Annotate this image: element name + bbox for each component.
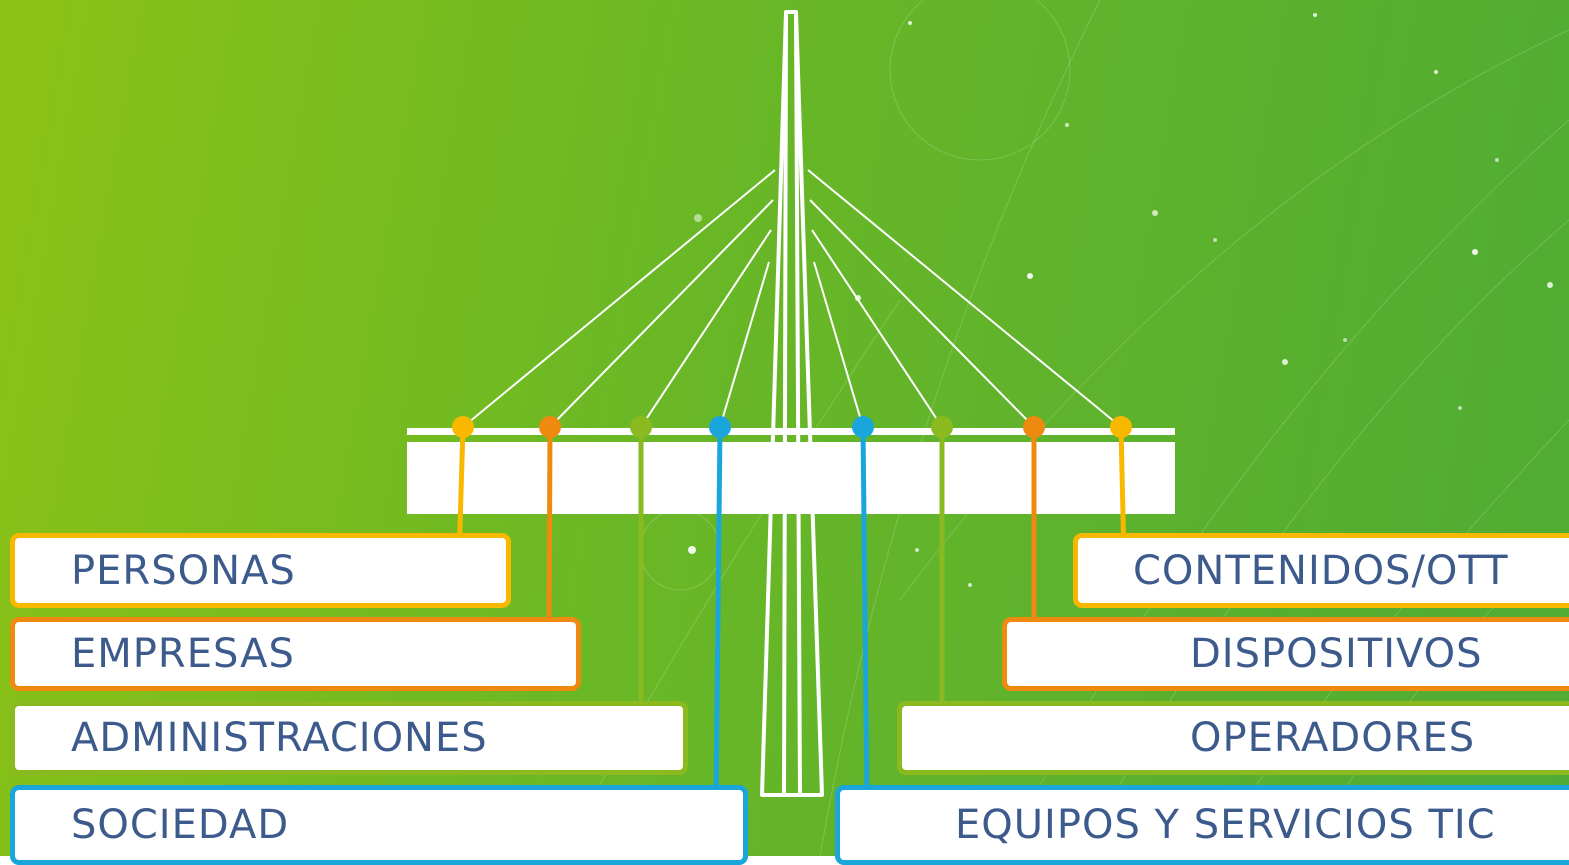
box-personas: PERSONAS xyxy=(10,533,511,608)
label-contenidos-ott: CONTENIDOS/OTT xyxy=(1133,547,1509,594)
box-contenidos-ott: CONTENIDOS/OTT xyxy=(1073,533,1569,608)
label-sociedad: SOCIEDAD xyxy=(71,802,290,848)
label-dispositivos: DISPOSITIVOS xyxy=(1190,631,1483,677)
box-empresas: EMPRESAS xyxy=(10,617,581,691)
label-personas: PERSONAS xyxy=(71,547,296,594)
label-empresas: EMPRESAS xyxy=(71,631,295,677)
box-sociedad: SOCIEDAD xyxy=(10,785,748,865)
label-equipos-servicios-tic: EQUIPOS Y SERVICIOS TIC xyxy=(955,802,1496,848)
label-administraciones: ADMINISTRACIONES xyxy=(71,715,488,761)
box-administraciones: ADMINISTRACIONES xyxy=(10,701,688,775)
bridge-cables xyxy=(462,169,1122,428)
label-operadores: OPERADORES xyxy=(1190,715,1476,761)
box-dispositivos: DISPOSITIVOS xyxy=(1002,617,1569,691)
box-equipos-servicios-tic: EQUIPOS Y SERVICIOS TIC xyxy=(835,785,1569,865)
bridge-deck xyxy=(407,428,1175,514)
bridge-pylon xyxy=(760,10,824,797)
box-operadores: OPERADORES xyxy=(897,701,1569,775)
